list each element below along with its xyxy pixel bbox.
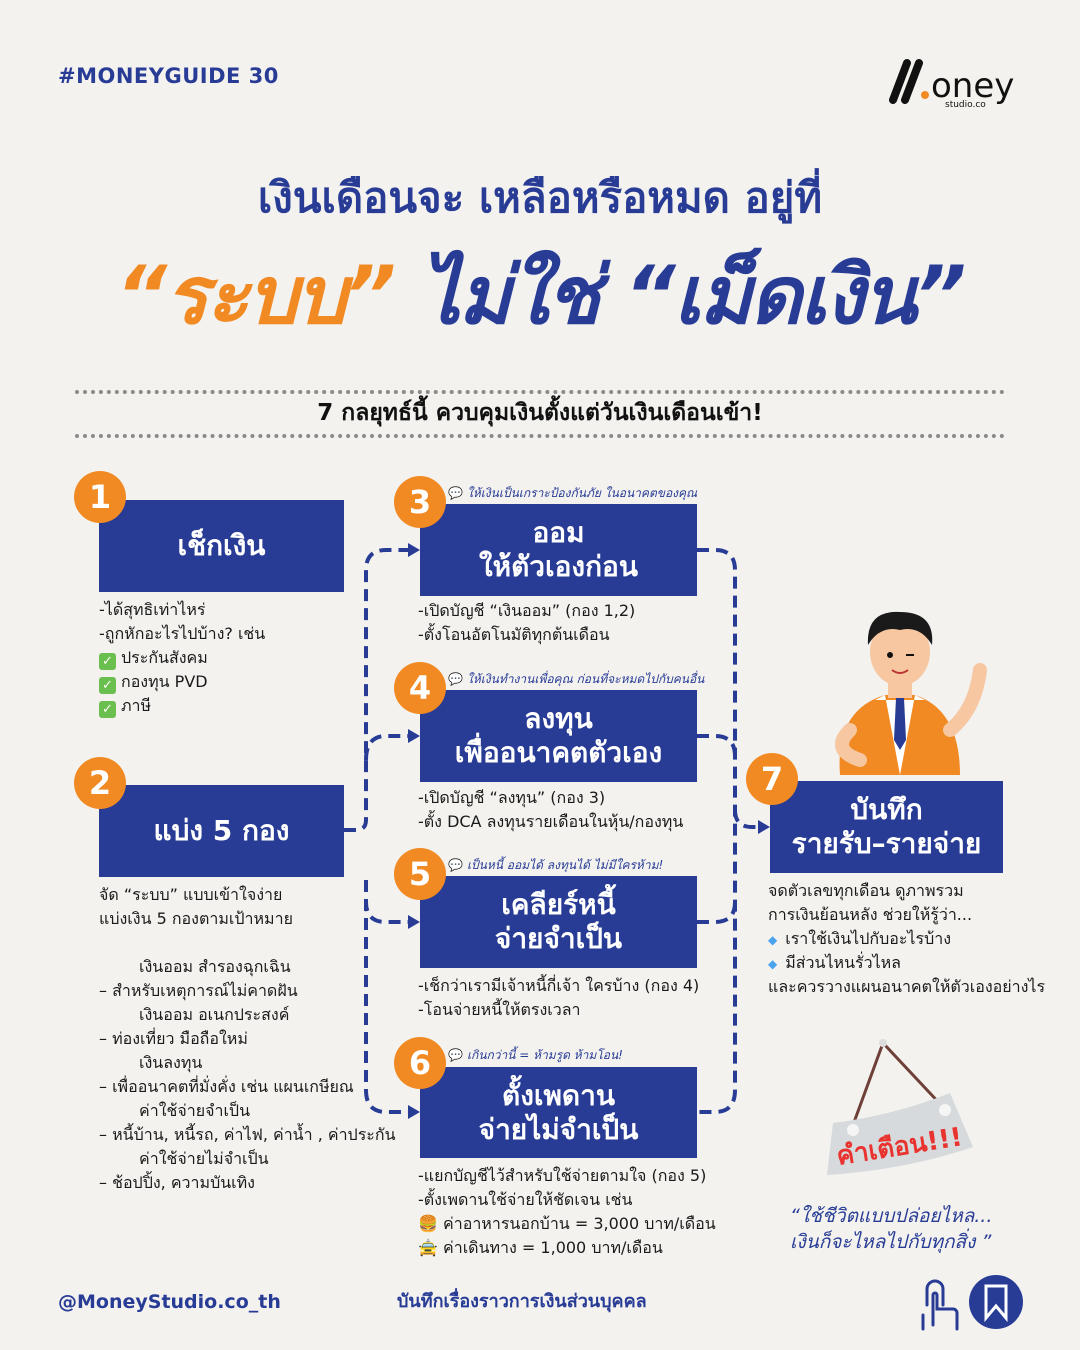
step-4-notes: -เปิดบัญชี “ลงทุน” (กอง 3)-ตั้ง DCA ลงทุ… (418, 788, 684, 831)
limit-item: 🚖 ค่าเดินทาง = 1,000 บาท/เดือน (418, 1238, 663, 1257)
taxi-icon: 🚖 (418, 1238, 438, 1257)
speech-bubble-icon: 💬 (448, 672, 463, 686)
step-7-notes: จดตัวเลขทุกเดือน ดูภาพรวมการเงินย้อนหลัง… (768, 881, 1046, 996)
step-6-caption: 💬เกินกว่านี้ = ห้ามรูด ห้ามโอน! (448, 1048, 623, 1062)
fund-name: เงินลงทุน (139, 1053, 203, 1072)
check-item: ✓ประกันสังคม (99, 646, 265, 670)
step-2-box: แบ่ง 5 กอง (99, 785, 344, 877)
step-2-title: แบ่ง 5 กอง (153, 814, 290, 847)
bullet-item: ◆เราใช้เงินไปกับอะไรบ้าง (768, 929, 952, 948)
fund-desc: – สำหรับเหตุการณ์ไม่คาดฝัน (99, 981, 298, 1000)
note: -ถูกหักอะไรไปบ้าง? เช่น (99, 624, 266, 643)
arrowhead (408, 543, 420, 557)
arrowhead (408, 915, 420, 929)
checkmark-icon: ✓ (99, 653, 116, 670)
step-2-notes: จัด “ระบบ” แบบเข้าใจง่าย แบ่งเงิน 5 กองต… (99, 883, 396, 1195)
svg-text:studio.co: studio.co (945, 100, 986, 110)
step-6-box: ตั้งเพดานจ่ายไม่จำเป็น (420, 1067, 697, 1158)
bookmark-icon[interactable] (968, 1274, 1024, 1330)
check-item: ✓ภาษี (99, 694, 265, 718)
headline: เงินเดือนจะ เหลือหรือหมด อยู่ที่ (257, 173, 823, 222)
hashtag: #MONEYGUIDE 30 (58, 64, 279, 88)
money-studio-logo: oney studio.co (889, 59, 1014, 110)
speech-bubble-icon: 💬 (448, 858, 463, 872)
fund-name: เงินออม สำรองฉุกเฉิน (139, 957, 291, 976)
step-3-notes: -เปิดบัญชี “เงินออม” (กอง 1,2)-ตั้งโอนอั… (418, 601, 636, 644)
step-1-title: เช็กเงิน (177, 529, 266, 562)
headline-main: “ระบบ” ไม่ใช่ “เม็ดเงิน” (20, 244, 1060, 348)
speech-bubble-icon: 💬 (448, 486, 463, 500)
step-3-caption: 💬ให้เงินเป็นเกราะป้องกันภัย ในอนาคตของคุ… (448, 486, 698, 500)
step-3-box: ออมให้ตัวเองก่อน (420, 504, 697, 596)
warning-sign: คำเตือน!!! (827, 1039, 973, 1175)
connector-4-right (697, 734, 737, 757)
note: จัด “ระบบ” แบบเข้าใจง่าย (99, 885, 283, 904)
step-4-caption: 💬ให้เงินทำงานเพื่อคุณ ก่อนที่จะหมดไปกับค… (448, 672, 705, 686)
step-7-box: บันทึกรายรับ–รายจ่าย (770, 781, 1003, 873)
fund-name: ค่าใช้จ่ายจำเป็น (139, 1101, 251, 1120)
speech-bubble-icon: 💬 (448, 1048, 463, 1062)
headline-system: “ระบบ” (115, 249, 397, 342)
fund-desc: – ช้อปปิ้ง, ความบันเทิง (99, 1173, 255, 1192)
tagline: บันทึกเรื่องราวการเงินส่วนบุคคล (397, 1291, 647, 1312)
divider-top (75, 390, 1005, 394)
tap-hand-icon[interactable] (915, 1275, 965, 1331)
step-5-badge: 5 (394, 848, 446, 900)
connector-2-4 (364, 734, 410, 761)
step-6-badge: 6 (394, 1037, 446, 1089)
connector-right (697, 548, 737, 1114)
warning-quote: “ใช้ชีวิตแบบปล่อยไหล...เงินก็จะไหลไปกับท… (790, 1205, 993, 1253)
svg-text:oney: oney (931, 66, 1014, 106)
connector-to-7 (733, 809, 760, 829)
headline-not-money: ไม่ใช่ “เม็ดเงิน” (420, 249, 966, 342)
step-2-badge: 2 (74, 757, 126, 809)
social-handle[interactable]: @MoneyStudio.co_th (58, 1291, 281, 1313)
arrowhead (758, 820, 770, 834)
step-6-notes: -แยกบัญชีไว้สำหรับใช้จ่ายตามใจ (กอง 5)-ต… (418, 1164, 716, 1260)
step-3-badge: 3 (394, 476, 446, 528)
step-4-badge: 4 (394, 662, 446, 714)
burger-icon: 🍔 (418, 1214, 438, 1233)
check-item: ✓กองทุน PVD (99, 670, 265, 694)
fund-desc: – หนี้บ้าน, หนี้รถ, ค่าไฟ, ค่าน้ำ , ค่าป… (99, 1125, 396, 1144)
step-5-notes: -เช็กว่าเรามีเจ้าหนี้กี่เจ้า ใครบ้าง (กอ… (418, 976, 700, 1019)
step-5-caption: 💬เป็นหนี้ ออมได้ ลงทุนได้ ไม่มีใครห้าม! (448, 858, 664, 872)
bullet-item: ◆มีส่วนไหนรั่วไหล (768, 953, 901, 972)
diamond-bullet-icon: ◆ (768, 957, 778, 971)
checkmark-icon: ✓ (99, 677, 116, 694)
step-4-box: ลงทุนเพื่ออนาคตตัวเอง (420, 690, 697, 782)
fund-name: เงินออม อเนกประสงค์ (139, 1005, 290, 1024)
subtitle: 7 กลยุทธ์นี้ ควบคุมเงินตั้งแต่วันเงินเดื… (317, 400, 763, 426)
step-5-box: เคลียร์หนี้จ่ายจำเป็น (420, 876, 697, 968)
connector-5-right (697, 901, 737, 924)
divider-bottom (75, 434, 1005, 438)
man-waving-illustration (835, 611, 987, 775)
fund-name: ค่าใช้จ่ายไม่จำเป็น (139, 1149, 269, 1168)
step-1-box: เช็กเงิน (99, 500, 344, 592)
note: แบ่งเงิน 5 กองตามเป้าหมาย (99, 909, 293, 928)
connector-2-3 (344, 548, 410, 832)
limit-item: 🍔 ค่าอาหารนอกบ้าน = 3,000 บาท/เดือน (418, 1214, 716, 1233)
step-7-badge: 7 (746, 753, 798, 805)
fund-desc: – เพื่ออนาคตที่มั่งคั่ง เช่น แผนเกษียณ (99, 1077, 354, 1096)
checkmark-icon: ✓ (99, 701, 116, 718)
fund-desc: – ท่องเที่ยว มือถือใหม่ (99, 1029, 248, 1048)
diamond-bullet-icon: ◆ (768, 933, 778, 947)
note: -ได้สุทธิเท่าไหร่ (99, 600, 206, 619)
step-1-notes: -ได้สุทธิเท่าไหร่ -ถูกหักอะไรไปบ้าง? เช่… (99, 598, 265, 718)
arrowhead (408, 729, 420, 743)
step-1-badge: 1 (74, 471, 126, 523)
connector-2-6 (364, 880, 410, 1114)
arrowhead (408, 1105, 420, 1119)
